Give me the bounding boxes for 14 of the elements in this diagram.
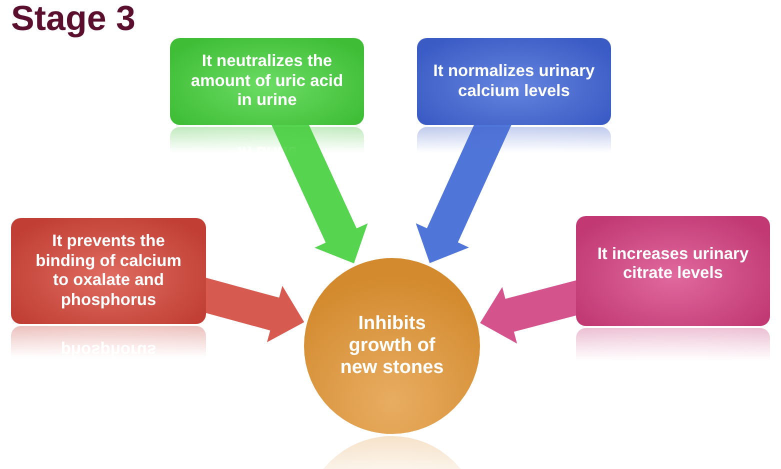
process-box bbox=[11, 218, 206, 324]
node-label: It prevents the binding of calcium to oxalate and phosphorus bbox=[34, 232, 182, 310]
process-box bbox=[417, 38, 611, 125]
block-arrow bbox=[480, 280, 576, 344]
node-label: It normalizes urinary calcium levels bbox=[432, 62, 596, 101]
node-label: Inhibits growth of new stones bbox=[339, 313, 445, 379]
process-box bbox=[170, 38, 364, 125]
block-arrow bbox=[416, 125, 512, 264]
block-arrow bbox=[206, 278, 304, 342]
node-label: It neutralizes the amount of uric acid in urine bbox=[190, 52, 344, 111]
diagram-title: Stage 3 bbox=[11, 0, 136, 38]
block-arrow bbox=[272, 125, 368, 264]
node-label: It increases urinary citrate levels bbox=[596, 244, 750, 284]
process-box bbox=[576, 216, 770, 326]
